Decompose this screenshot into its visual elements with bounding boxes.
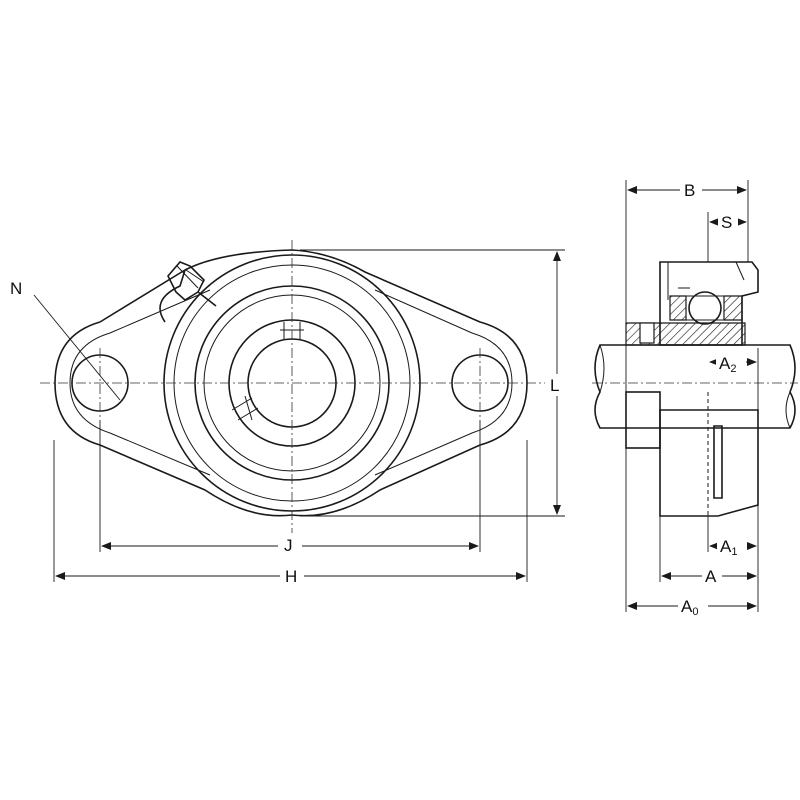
label-a: A <box>705 567 717 586</box>
label-s: S <box>721 213 732 232</box>
label-j: J <box>284 536 293 555</box>
label-b: B <box>684 181 695 200</box>
side-view: B S A2 A1 A A0 <box>592 178 798 618</box>
side-collar-screw <box>639 322 655 344</box>
side-inner-ring-lower <box>625 391 661 449</box>
set-screw-angled <box>231 395 259 421</box>
label-l: L <box>550 376 559 395</box>
side-shaft <box>594 344 796 429</box>
side-ball <box>688 291 722 325</box>
flange-inner-edge <box>69 289 513 476</box>
label-n: N <box>10 279 22 298</box>
flange-outline <box>54 249 528 517</box>
n-leader <box>33 294 121 401</box>
label-h: H <box>285 567 297 586</box>
grease-nipple <box>167 261 217 307</box>
label-a1: A1 <box>720 537 737 558</box>
label-a2: A2 <box>719 354 736 375</box>
front-view: N J H L <box>10 240 567 586</box>
label-a0: A0 <box>681 597 698 618</box>
